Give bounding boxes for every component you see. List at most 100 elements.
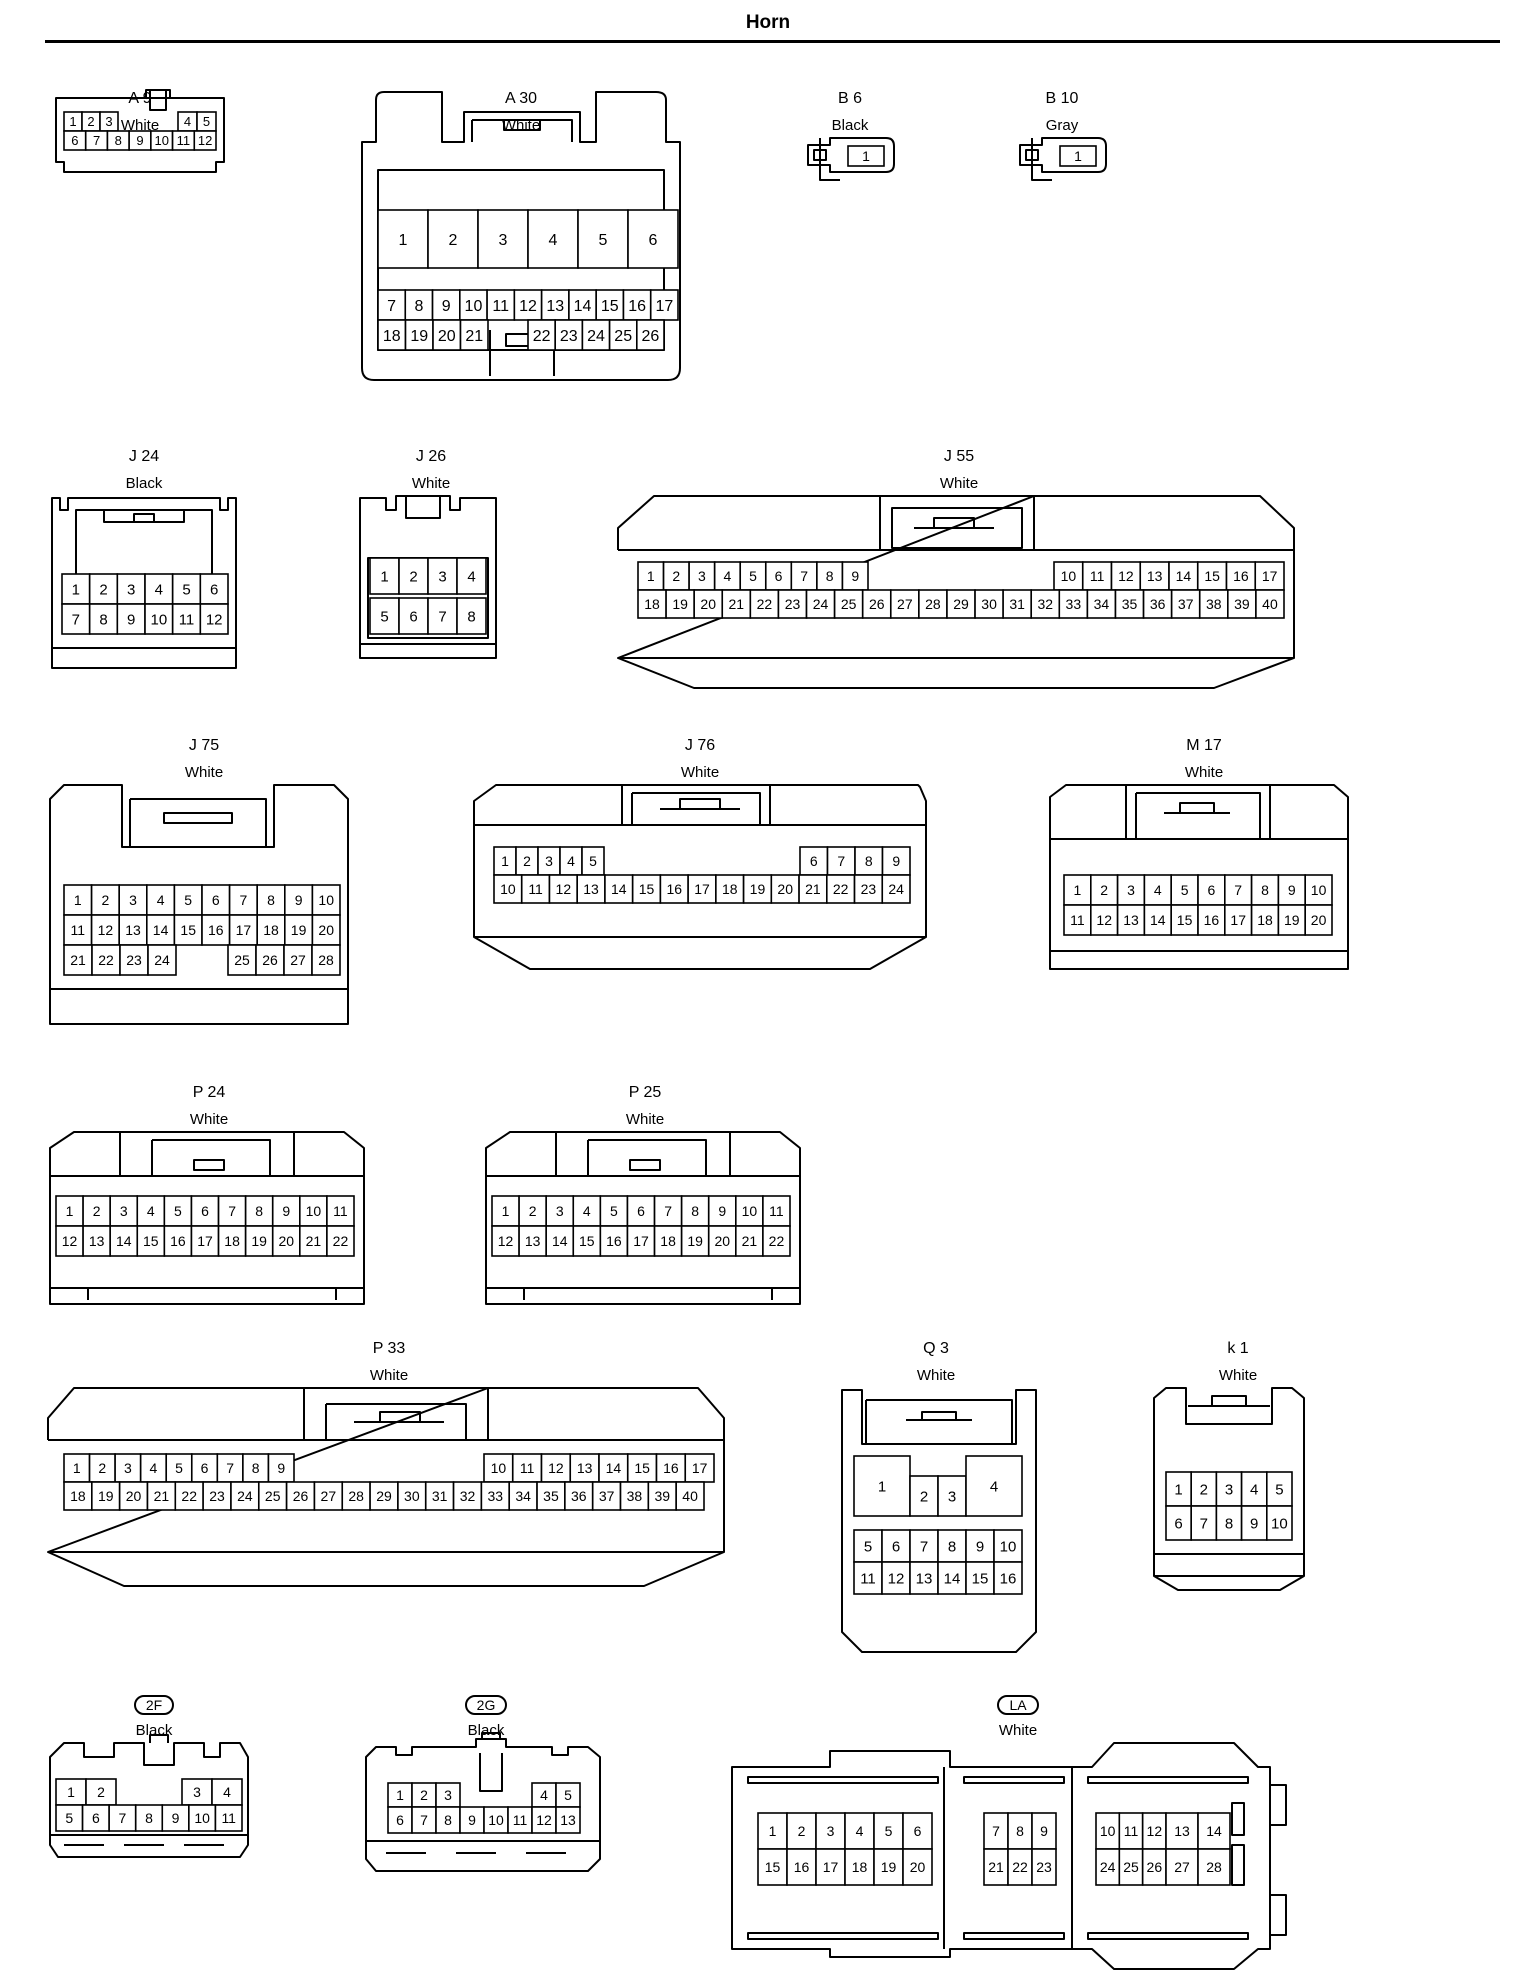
connector-drawing: 1 [1019, 137, 1107, 181]
pin-number: 6 [201, 1203, 209, 1219]
pin-box [937, 1561, 967, 1595]
pin-cell: 1 [61, 573, 91, 605]
connector-color: White [680, 764, 720, 781]
pin-cell: 26 [255, 944, 285, 976]
pin-number: 9 [976, 1538, 984, 1555]
pin-cell: 16 [622, 289, 652, 321]
pin-cell: 18 [63, 1481, 93, 1511]
pin-number: 37 [1178, 596, 1194, 612]
pin-box [1059, 145, 1097, 167]
pin-number: 6 [1174, 1515, 1182, 1532]
pin-box [1266, 1505, 1293, 1541]
pin-number: 3 [1225, 1481, 1233, 1498]
pin-number: 6 [210, 581, 218, 598]
page-title: Horn [745, 12, 791, 33]
pin-box [171, 603, 202, 635]
housing-outline [1135, 792, 1261, 839]
pin-number: 32 [1037, 596, 1053, 612]
pin-number: 18 [70, 1488, 86, 1504]
pin-cell: 19 [244, 1225, 274, 1257]
pin-number: 2 [98, 1460, 106, 1476]
pin-number: 23 [209, 1488, 225, 1504]
pin-box [109, 1195, 139, 1227]
pin-number: 7 [1234, 882, 1242, 898]
pin-cell: 17 [815, 1848, 846, 1886]
pin-cell: 18 [256, 914, 286, 946]
pin-number: 21 [988, 1859, 1004, 1875]
pin-cell: 6 [1197, 874, 1226, 906]
pin-number: 2 [102, 892, 110, 908]
pin-number: 14 [1150, 912, 1166, 928]
pin-box [427, 597, 458, 635]
pin-cell: 7 [84, 130, 109, 151]
connector-code-label: B 6 [837, 90, 862, 107]
pin-cell: 2 [88, 573, 119, 605]
pin-box [626, 1453, 658, 1483]
pin-cell: 6 [764, 561, 793, 591]
housing-outline [149, 1734, 169, 1743]
pin-number: 1 [66, 1203, 74, 1219]
pin-cell: 12 [491, 1225, 520, 1257]
pin-box [199, 603, 229, 635]
pin-cell: 9 [271, 1195, 301, 1227]
pin-number: 11 [71, 922, 86, 938]
housing-outline [1019, 137, 1107, 173]
pin-cell: 30 [974, 589, 1004, 619]
pin-cell: 3 [427, 557, 458, 595]
pin-cell: 7 [61, 603, 91, 635]
pin-number: 23 [785, 596, 801, 612]
pin-number: 31 [1009, 596, 1025, 612]
connector-code-label: 2G [464, 1695, 508, 1715]
title-rule [45, 40, 1500, 43]
pin-number: 5 [599, 232, 608, 249]
pin-number: 3 [193, 1784, 201, 1800]
pin-number: 16 [1204, 912, 1220, 928]
housing-outline [1125, 785, 1271, 839]
pin-cell: 8 [816, 561, 844, 591]
pin-box [637, 589, 667, 619]
pin-cell: 27 [313, 1481, 344, 1511]
pin-number: 20 [438, 328, 456, 345]
pin-cell: 1 [853, 1455, 911, 1517]
pin-box [554, 319, 584, 351]
pin-number: 10 [318, 892, 334, 908]
pin-cell: 13 [518, 1225, 547, 1257]
pin-cell: 16 [655, 1453, 687, 1483]
pin-box [1197, 1848, 1231, 1886]
pin-cell: 1 [493, 846, 517, 876]
pin-cell: 40 [1255, 589, 1285, 619]
pin-box [214, 1804, 243, 1832]
pin-number: 1 [862, 148, 870, 164]
pin-cell: 7 [216, 1453, 244, 1483]
connector-color: White [184, 764, 224, 781]
pin-cell: 2 [518, 1195, 547, 1227]
pin-number: 17 [655, 298, 673, 315]
pin-box [227, 944, 257, 976]
connector-code-label: LA [997, 1695, 1039, 1715]
pin-number: 10 [154, 133, 168, 148]
pin-cell: 18 [217, 1225, 247, 1257]
pin-number: 38 [627, 1488, 643, 1504]
pin-number: 30 [981, 596, 997, 612]
connector-color: White [411, 475, 451, 492]
pin-box [456, 557, 487, 595]
pin-cell: 27 [889, 589, 920, 619]
pin-number: 4 [540, 1787, 548, 1803]
pin-cell: 27 [283, 944, 313, 976]
housing-outline [481, 1732, 501, 1739]
pin-cell: 20 [118, 1481, 149, 1511]
pin-cell: 25 [1118, 1848, 1144, 1886]
pin-box [555, 1782, 581, 1808]
pin-number: 26 [262, 952, 278, 968]
pin-box [63, 1453, 91, 1483]
